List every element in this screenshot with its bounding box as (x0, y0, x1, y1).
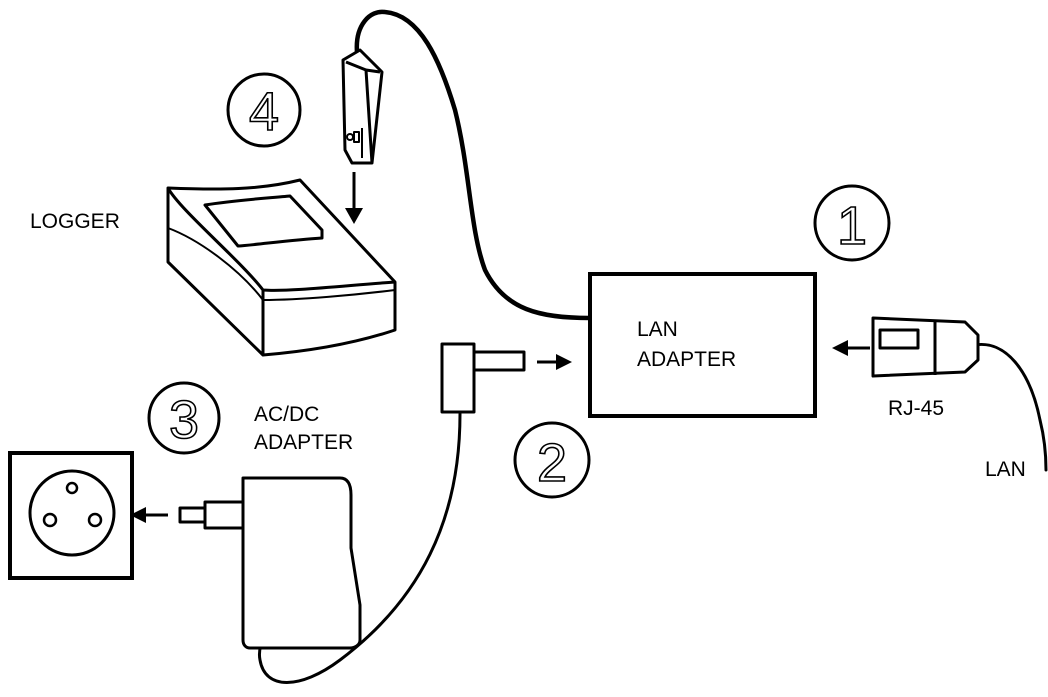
step-2-number: 2 (537, 433, 567, 493)
power-cable (258, 412, 462, 684)
logger-device (166, 178, 397, 357)
ac-dc-adapter (178, 476, 362, 650)
lan-adapter-label-line1: LAN (637, 318, 678, 341)
rj45-label: RJ-45 (888, 397, 944, 420)
dc-plug-arrow (537, 354, 572, 370)
rj45-plug (871, 316, 980, 378)
step-4-number: 4 (249, 82, 279, 142)
step-4-marker: 4 (226, 72, 302, 148)
step-3-number: 3 (169, 390, 199, 450)
probe-cable (354, 9, 593, 321)
logger-probe (341, 48, 384, 165)
step-1-number: 1 (837, 196, 867, 256)
lan-adapter-box (588, 272, 817, 418)
probe-down-arrow (345, 172, 363, 224)
logger-label: LOGGER (30, 210, 120, 233)
lan-label: LAN (985, 458, 1026, 481)
step-3-marker: 3 (147, 381, 221, 455)
ac-dc-adapter-label-line2: ADAPTER (254, 431, 353, 454)
cables (258, 9, 1048, 684)
lan-adapter-label-line2: ADAPTER (637, 348, 736, 371)
dc-plug (440, 342, 526, 414)
rj45-arrow (832, 340, 870, 356)
wall-socket (8, 451, 134, 580)
step-1-marker: 1 (813, 184, 891, 262)
lan-cable (973, 342, 1048, 472)
ac-dc-adapter-label-line1: AC/DC (254, 403, 319, 426)
socket-arrow (130, 507, 168, 523)
step-2-marker: 2 (513, 421, 591, 499)
